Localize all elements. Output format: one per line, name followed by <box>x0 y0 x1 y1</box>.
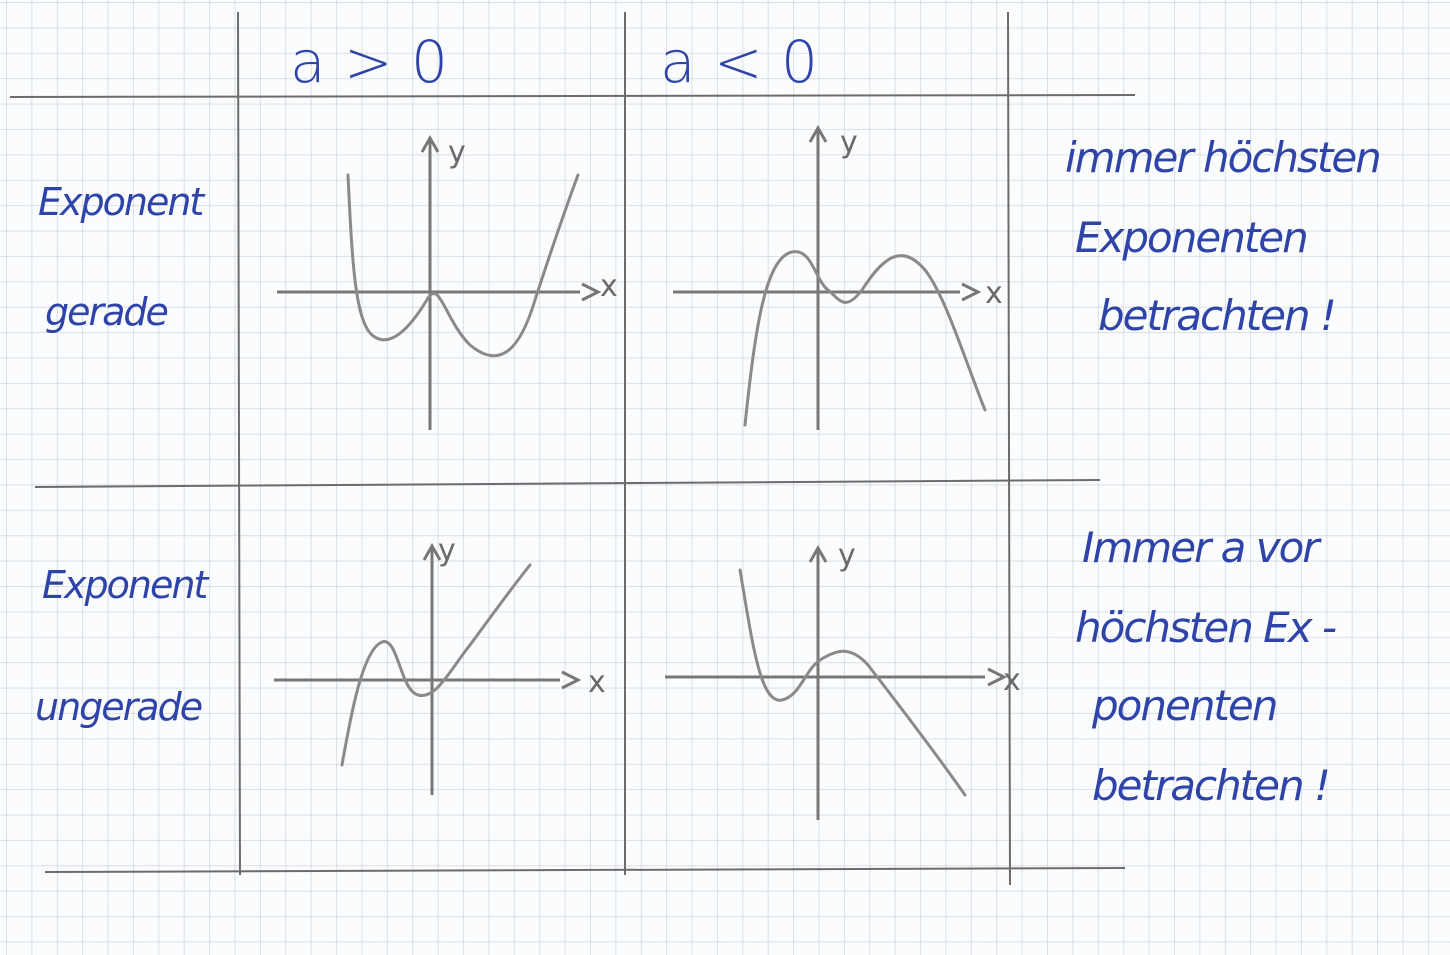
note-even-line2: Exponenten <box>1075 213 1307 262</box>
note-even-line3: betrachten ! <box>1098 291 1335 340</box>
table-rule-h3 <box>44 867 1126 873</box>
n-shape-curve <box>340 563 532 767</box>
y-axis-arrow-icon <box>808 544 828 563</box>
table-rule-h1 <box>9 94 1136 98</box>
note-odd-line4: betrachten ! <box>1092 761 1329 810</box>
note-even-line1: immer höchsten <box>1065 133 1380 182</box>
w-shape-curve <box>346 173 580 358</box>
reverse-n-shape-curve <box>738 568 967 797</box>
y-axis-label: y <box>448 135 466 170</box>
x-axis-arrow-icon <box>581 282 602 302</box>
y-axis-label: y <box>838 538 856 573</box>
x-axis-label: x <box>600 269 618 304</box>
col-header-negative: a < 0 <box>660 28 818 96</box>
sketch-even-positive: x y <box>277 134 618 430</box>
table-rule-h2 <box>34 479 1101 488</box>
x-axis-arrow-icon <box>961 282 982 302</box>
y-axis-arrow-icon <box>420 134 440 153</box>
note-odd-line1: Immer a vor <box>1082 523 1322 572</box>
row-label-even-line2: gerade <box>45 290 168 334</box>
row-label-odd-line2: ungerade <box>35 685 202 729</box>
col-header-positive: a > 0 <box>290 28 448 96</box>
x-axis-label: x <box>985 276 1003 311</box>
table-rule-v1 <box>237 11 241 876</box>
table-rule-v3 <box>1007 11 1011 886</box>
sketch-even-negative: x y <box>673 124 1003 430</box>
note-odd-line2: höchsten Ex - <box>1075 603 1336 652</box>
y-axis-arrow-icon <box>808 124 828 143</box>
x-axis-arrow-icon <box>987 667 1008 687</box>
table-grid <box>9 11 1136 886</box>
y-axis-label: y <box>438 533 456 568</box>
sketch-odd-negative: x y <box>665 538 1021 820</box>
note-odd-line3: ponenten <box>1091 681 1276 730</box>
x-axis-label: x <box>1003 663 1021 698</box>
y-axis-arrow-icon <box>422 542 442 561</box>
sketch-odd-positive: x y <box>274 533 606 795</box>
row-label-odd-line1: Exponent <box>42 563 210 607</box>
row-label-even-line1: Exponent <box>38 180 206 224</box>
x-axis-label: x <box>588 665 606 700</box>
x-axis-arrow-icon <box>561 670 582 690</box>
y-axis-label: y <box>840 125 858 160</box>
m-shape-curve <box>743 250 987 427</box>
